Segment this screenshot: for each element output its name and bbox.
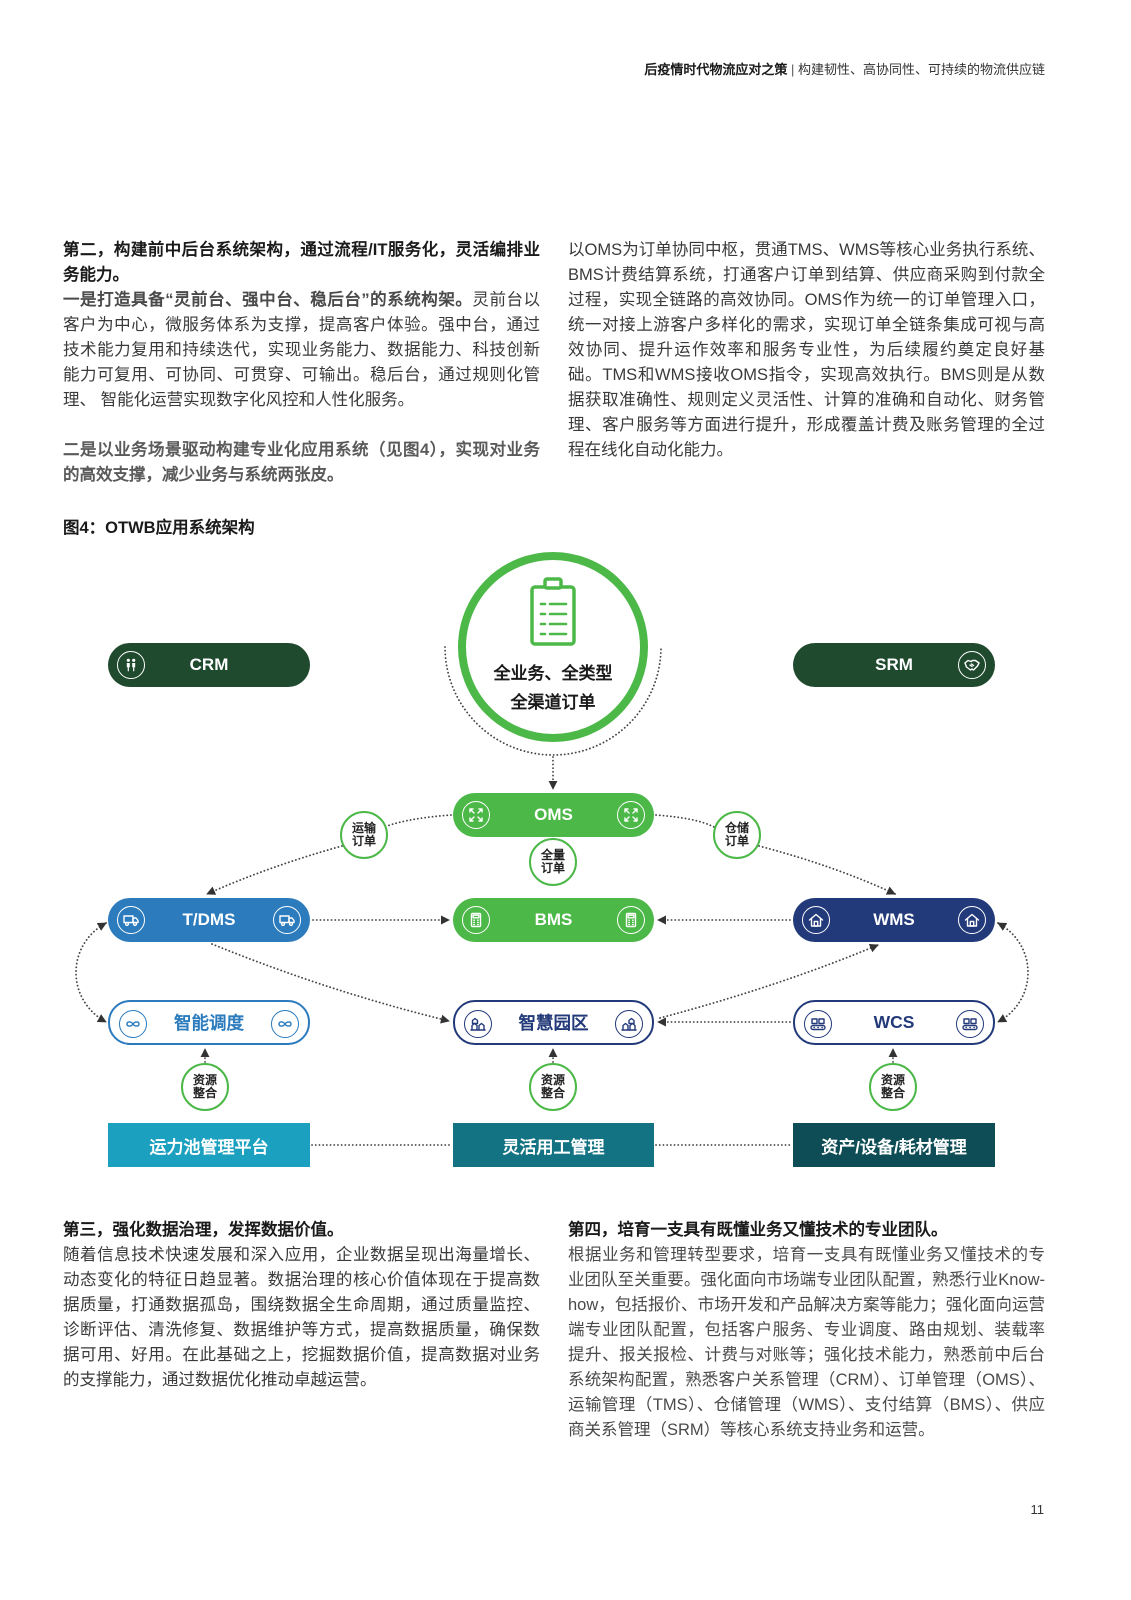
capacity-pool-platform: 运力池管理平台 bbox=[108, 1123, 310, 1167]
section4-body: 根据业务和管理转型要求，培育一支具有既懂业务又懂技术的专业团队至关重要。强化面向… bbox=[568, 1246, 1045, 1439]
resource-integration-label: 资源整合 bbox=[192, 1073, 217, 1100]
section4-column: 第四，培育一支具有既懂业务又懂技术的专业团队。 根据业务和管理转型要求，培育一支… bbox=[568, 1218, 1045, 1443]
link-icon bbox=[271, 1009, 299, 1038]
wcs-node: WCS bbox=[793, 1000, 995, 1045]
park-node: 智慧园区 bbox=[453, 1000, 654, 1045]
warehouse-order-tag: 仓储订单 bbox=[713, 811, 761, 859]
transport-order-tag: 运输订单 bbox=[340, 811, 388, 859]
transport-order-label: 运输订单 bbox=[351, 821, 376, 848]
tdms-node: T/DMS bbox=[108, 898, 310, 942]
diagram-connectors bbox=[75, 552, 1029, 1146]
page-number: 11 bbox=[1030, 1502, 1045, 1517]
resource-integration-label: 资源整合 bbox=[540, 1073, 565, 1100]
warehouse-icon bbox=[958, 906, 986, 934]
bms-label: BMS bbox=[534, 910, 573, 929]
connector-oms-to-transport-order bbox=[386, 814, 452, 827]
dispatch-node: 智能调度 bbox=[108, 1000, 310, 1045]
center-order-circle bbox=[458, 552, 648, 742]
resource-integration-tag: 资源整合 bbox=[181, 1063, 229, 1111]
truck-icon bbox=[117, 906, 145, 934]
oms-node: OMS bbox=[453, 793, 654, 837]
connector-tdms-dispatch-loop bbox=[75, 922, 107, 1023]
section3-column: 第三，强化数据治理，发挥数据价值。 随着信息技术快速发展和深入应用，企业数据呈现… bbox=[63, 1218, 540, 1393]
flexible-workforce-management: 灵活用工管理 bbox=[453, 1123, 654, 1167]
conveyor-icon bbox=[956, 1009, 984, 1038]
dispatch-label: 智能调度 bbox=[174, 1013, 244, 1033]
conveyor-icon bbox=[804, 1009, 832, 1038]
header-title: 后疫情时代物流应对之策 bbox=[644, 62, 788, 77]
crm-node: CRM bbox=[108, 643, 310, 687]
section3-heading: 第三，强化数据治理，发挥数据价值。 bbox=[63, 1221, 344, 1239]
section2-left-column: 第二，构建前中后台系统架构，通过流程/IT服务化，灵活编排业务能力。 一是打造具… bbox=[63, 238, 540, 488]
center-line1: 全业务、全类型 bbox=[493, 664, 613, 683]
running-header: 后疫情时代物流应对之策 | 构建韧性、高协同性、可持续的物流供应链 bbox=[644, 61, 1045, 79]
srm-node: SRM bbox=[793, 643, 995, 687]
wcs-label: WCS bbox=[873, 1012, 915, 1032]
section2-point2: 二是以业务场景驱动构建专业化应用系统（见图4），实现对业务的高效支撑，减少业务与… bbox=[63, 441, 540, 484]
park-label: 智慧园区 bbox=[518, 1013, 589, 1033]
asset-equipment-management: 资产/设备/耗材管理 bbox=[793, 1123, 995, 1167]
connector-tdms-to-park bbox=[211, 943, 450, 1024]
connector-warehouse-order-to-wms bbox=[758, 845, 896, 895]
connector-oms-to-warehouse-order bbox=[655, 814, 715, 828]
calculator-icon bbox=[617, 906, 645, 934]
srm-label: SRM bbox=[875, 655, 913, 674]
expand-icon bbox=[462, 801, 490, 829]
section2-right-column: 以OMS为订单协同中枢，贯通TMS、WMS等核心业务执行系统、BMS计费结算系统… bbox=[568, 238, 1045, 463]
section2-point1: 一是打造具备“灵前台、强中台、稳后台”的系统构架。灵前台以客户为中心，微服务体系… bbox=[63, 288, 540, 413]
resource-integration-label: 资源整合 bbox=[880, 1073, 905, 1100]
section4-heading: 第四，培育一支具有既懂业务又懂技术的专业团队。 bbox=[568, 1221, 948, 1239]
buildings-icon bbox=[464, 1009, 492, 1038]
truck-icon bbox=[273, 906, 301, 934]
calculator-icon bbox=[462, 906, 490, 934]
center-line2: 全渠道订单 bbox=[510, 693, 596, 712]
clipboard-icon bbox=[530, 577, 576, 646]
header-separator: | bbox=[790, 62, 795, 77]
handshake-icon bbox=[958, 651, 986, 679]
link-icon bbox=[119, 1009, 147, 1038]
warehouse-icon bbox=[802, 906, 830, 934]
connector-wms-wcs-loop bbox=[997, 922, 1029, 1023]
full-order-label: 全量订单 bbox=[540, 848, 565, 875]
expand-icon bbox=[617, 801, 645, 829]
oms-label: OMS bbox=[534, 805, 573, 824]
otwb-architecture-diagram: 全业务、全类型 全渠道订单 CRM SRM OMS bbox=[0, 540, 1131, 1180]
connector-transport-order-to-tdms bbox=[206, 845, 343, 895]
section3-body: 随着信息技术快速发展和深入应用，企业数据呈现出海量增长、动态变化的特征日趋显著。… bbox=[63, 1246, 540, 1389]
crm-label: CRM bbox=[189, 655, 229, 674]
buildings-icon bbox=[615, 1009, 643, 1038]
center-dotted-ring bbox=[444, 646, 662, 756]
warehouse-order-label: 仓储订单 bbox=[724, 821, 749, 848]
section2-point1-lead: 一是打造具备“灵前台、强中台、稳后台”的系统构架。 bbox=[63, 291, 473, 309]
bms-node: BMS bbox=[453, 898, 654, 942]
resource-integration-tag: 资源整合 bbox=[529, 1063, 577, 1111]
resource-integration-tag: 资源整合 bbox=[869, 1063, 917, 1111]
wms-label: WMS bbox=[873, 910, 915, 929]
wms-node: WMS bbox=[793, 898, 995, 942]
section2-point1-body: 灵前台以客户为中心，微服务体系为支撑，提高客户体验。强中台，通过技术能力复用和持… bbox=[63, 291, 541, 409]
tdms-label: T/DMS bbox=[182, 910, 236, 929]
header-subtitle: 构建韧性、高协同性、可持续的物流供应链 bbox=[797, 62, 1045, 77]
section2-right-paragraph: 以OMS为订单协同中枢，贯通TMS、WMS等核心业务执行系统、BMS计费结算系统… bbox=[568, 241, 1045, 459]
connector-park-to-wms bbox=[659, 943, 879, 1019]
people-icon bbox=[117, 651, 145, 679]
full-order-tag: 全量订单 bbox=[529, 838, 577, 886]
figure-caption: 图4：OTWB应用系统架构 bbox=[63, 519, 255, 537]
section2-heading: 第二，构建前中后台系统架构，通过流程/IT服务化，灵活编排业务能力。 bbox=[63, 241, 540, 284]
